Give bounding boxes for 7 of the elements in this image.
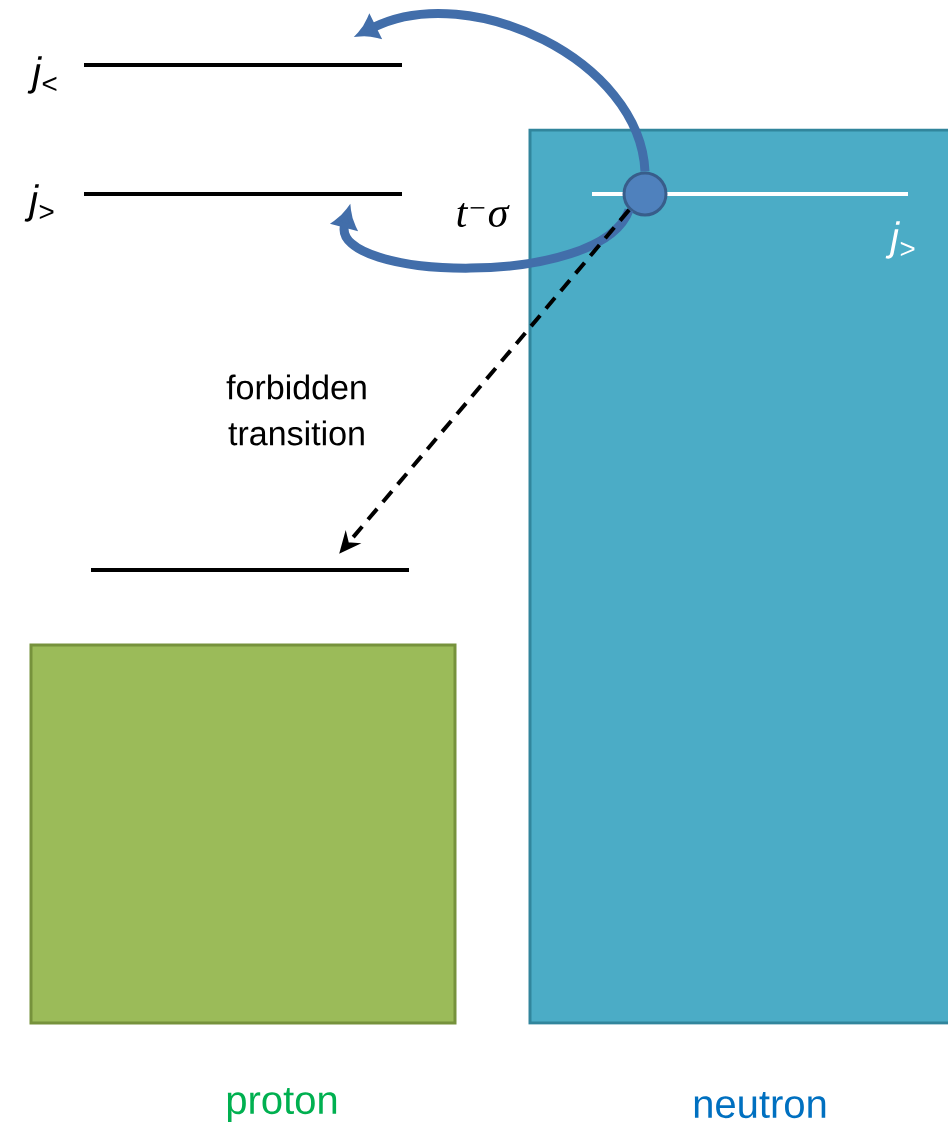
node-label: neutron: [694, 1091, 826, 1119]
node-label: proton: [227, 1087, 337, 1123]
particle-circle: [622, 171, 668, 217]
level-label: j$_{>}$: [24, 184, 54, 222]
edge-label: forbidden transition: [226, 374, 366, 446]
level-label: j$_{>}$: [885, 221, 915, 259]
level-label: j$_{<}$: [27, 56, 57, 94]
